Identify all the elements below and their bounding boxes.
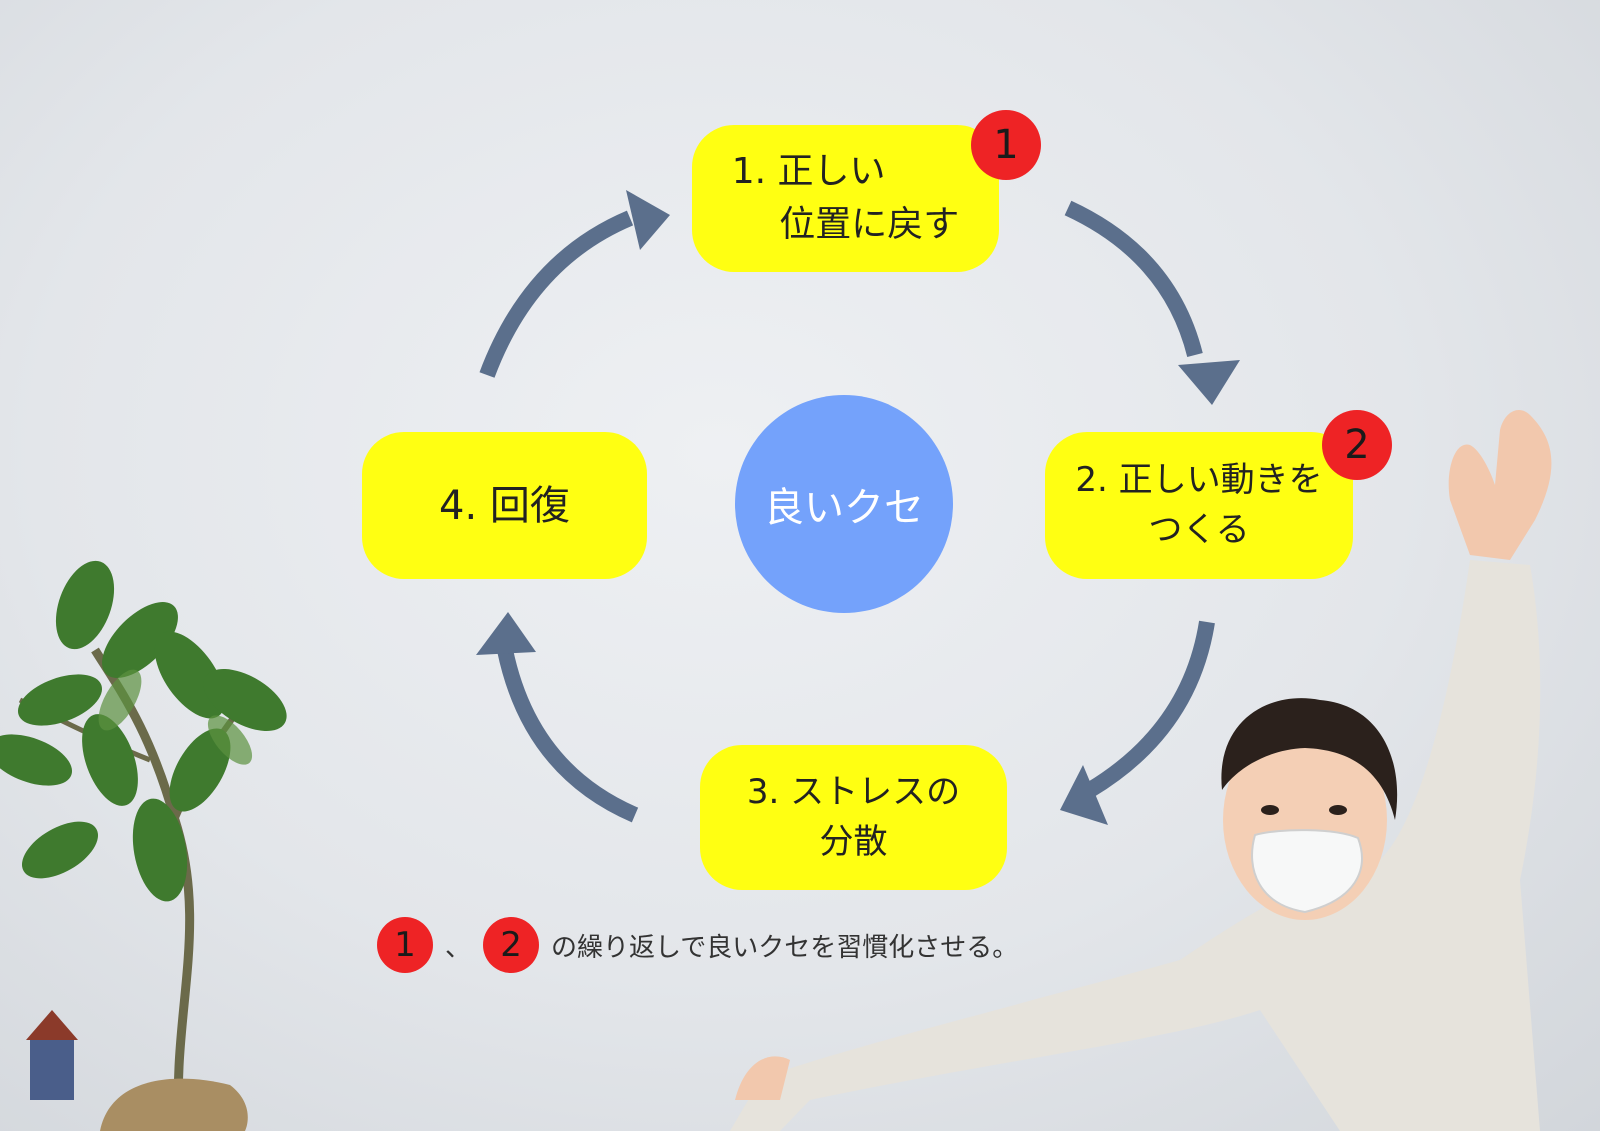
arrowhead-2-to-3 <box>1060 765 1108 825</box>
arrowhead-1-to-2 <box>1178 360 1240 405</box>
center-circle: 良いクセ <box>735 395 953 613</box>
arrow-4-to-1 <box>479 210 634 378</box>
step-3-line-2: 分散 <box>819 821 888 862</box>
person-photo <box>730 410 1552 1131</box>
step-4-box: 4. 回復 <box>362 432 647 579</box>
caption-separator: 、 <box>445 932 472 963</box>
step-1-box: 1. 正しい 位置に戻す <box>692 125 999 272</box>
arrow-1-to-2 <box>1064 200 1203 357</box>
caption: 1 、 2 の繰り返しで良いクセを習慣化させる。 <box>377 915 1018 975</box>
arrowhead-4-to-1 <box>626 190 670 250</box>
step-3-line-1: 3. ストレスの <box>746 772 961 813</box>
center-label: 良いクセ <box>764 485 924 531</box>
step-1-line-2: 位置に戻す <box>731 203 960 245</box>
step-1-line-1: 1. 正しい <box>731 151 886 193</box>
step-2-line-1: 2. 正しい動きを <box>1075 460 1323 501</box>
step-2-line-2: つくる <box>1148 509 1250 550</box>
caption-text: の繰り返しで良いクセを習慣化させる。 <box>551 932 1019 963</box>
caption-badge-2: 2 <box>483 917 540 973</box>
step-2-box: 2. 正しい動きを つくる <box>1045 432 1353 579</box>
step-3-box: 3. ストレスの 分散 <box>700 745 1007 890</box>
plant-illustration <box>0 560 287 1131</box>
step-1-badge: 1 <box>971 110 1041 180</box>
step-2-badge: 2 <box>1322 410 1392 480</box>
arrow-2-to-3 <box>1085 620 1215 797</box>
arrow-3-to-4 <box>497 648 639 823</box>
step-4-line-1: 4. 回復 <box>439 482 570 529</box>
caption-badge-1: 1 <box>377 917 433 973</box>
arrowhead-3-to-4 <box>476 612 536 655</box>
